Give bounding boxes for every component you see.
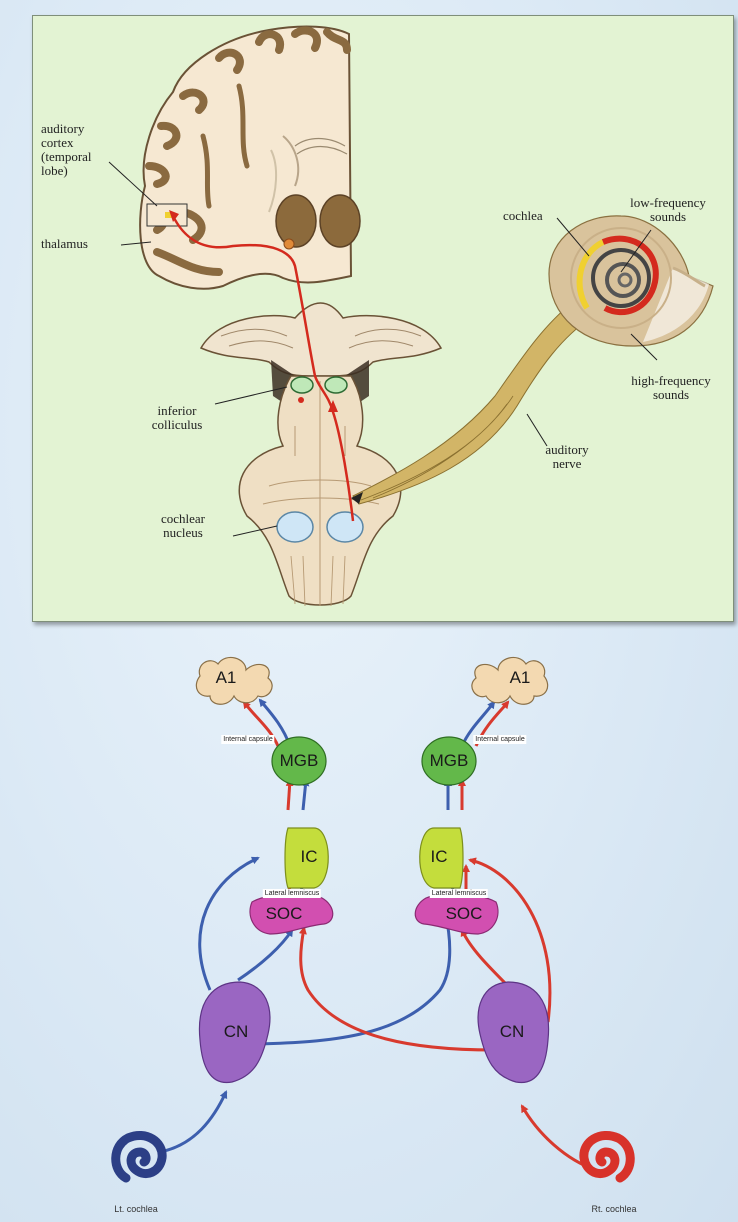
cn-right-shape: [477, 981, 550, 1084]
cn-left-label: CN: [223, 1022, 249, 1041]
a1-left-label: A1: [215, 668, 237, 687]
anatomy-panel: auditory cortex (temporal lobe) thalamus…: [32, 15, 734, 622]
auditory-nerve-label: auditory nerve: [545, 442, 589, 471]
auditory-pathway: [171, 215, 355, 522]
anatomy-illustration: [108, 25, 714, 607]
schematic-svg: [111, 656, 635, 1183]
cochlea-label: cochlea: [503, 208, 543, 223]
auditory-cortex-label: auditory cortex (temporal lobe): [41, 121, 92, 178]
ic-left-label: IC: [300, 847, 318, 866]
a1-left-shape: [195, 656, 273, 705]
lateral-lemniscus-right-label: Lateral lemniscus: [429, 889, 489, 898]
ic-right-label: IC: [430, 847, 448, 866]
cochlear-nucleus-label: cochlear nucleus: [160, 511, 206, 540]
mgb-right-shape: [421, 736, 477, 786]
mgb-left-shape: [271, 736, 327, 786]
mgb-left-label: MGB: [279, 751, 319, 770]
high-frequency-label: high-frequency sounds: [631, 373, 711, 402]
cn-left-shape: [198, 981, 271, 1084]
left-cochlea-label: Lt. cochlea: [114, 1204, 158, 1214]
leader-lines: [108, 161, 658, 537]
low-frequency-label: low-frequency sounds: [630, 195, 706, 224]
lateral-lemniscus-left-label: Lateral lemniscus: [262, 889, 322, 898]
a1-right-label: A1: [509, 668, 531, 687]
inferior-colliculus-label: inferior colliculus: [151, 403, 203, 432]
ic-left-shape: [284, 827, 329, 889]
right-cochlea-label: Rt. cochlea: [591, 1204, 637, 1214]
soc-left-label: SOC: [265, 904, 303, 923]
cn-right-label: CN: [499, 1022, 525, 1041]
internal-capsule-left-label: Internal capsule: [221, 735, 275, 744]
right-cochlea-shape: [579, 1131, 635, 1183]
auditory-pathway-schematic: A1 A1 MGB MGB IC IC SOC SOC CN CN Intern…: [0, 630, 738, 1222]
left-cochlea-shape: [111, 1131, 167, 1183]
soc-right-label: SOC: [445, 904, 483, 923]
a1-right-shape: [471, 656, 549, 705]
internal-capsule-right-label: Internal capsule: [473, 735, 527, 744]
brain-coronal-section: [139, 25, 361, 290]
thalamus-label: thalamus: [41, 236, 88, 251]
brainstem: [199, 302, 443, 607]
ic-right-shape: [419, 827, 464, 889]
cochlea-illustration: [548, 215, 714, 347]
mgb-right-label: MGB: [429, 751, 469, 770]
